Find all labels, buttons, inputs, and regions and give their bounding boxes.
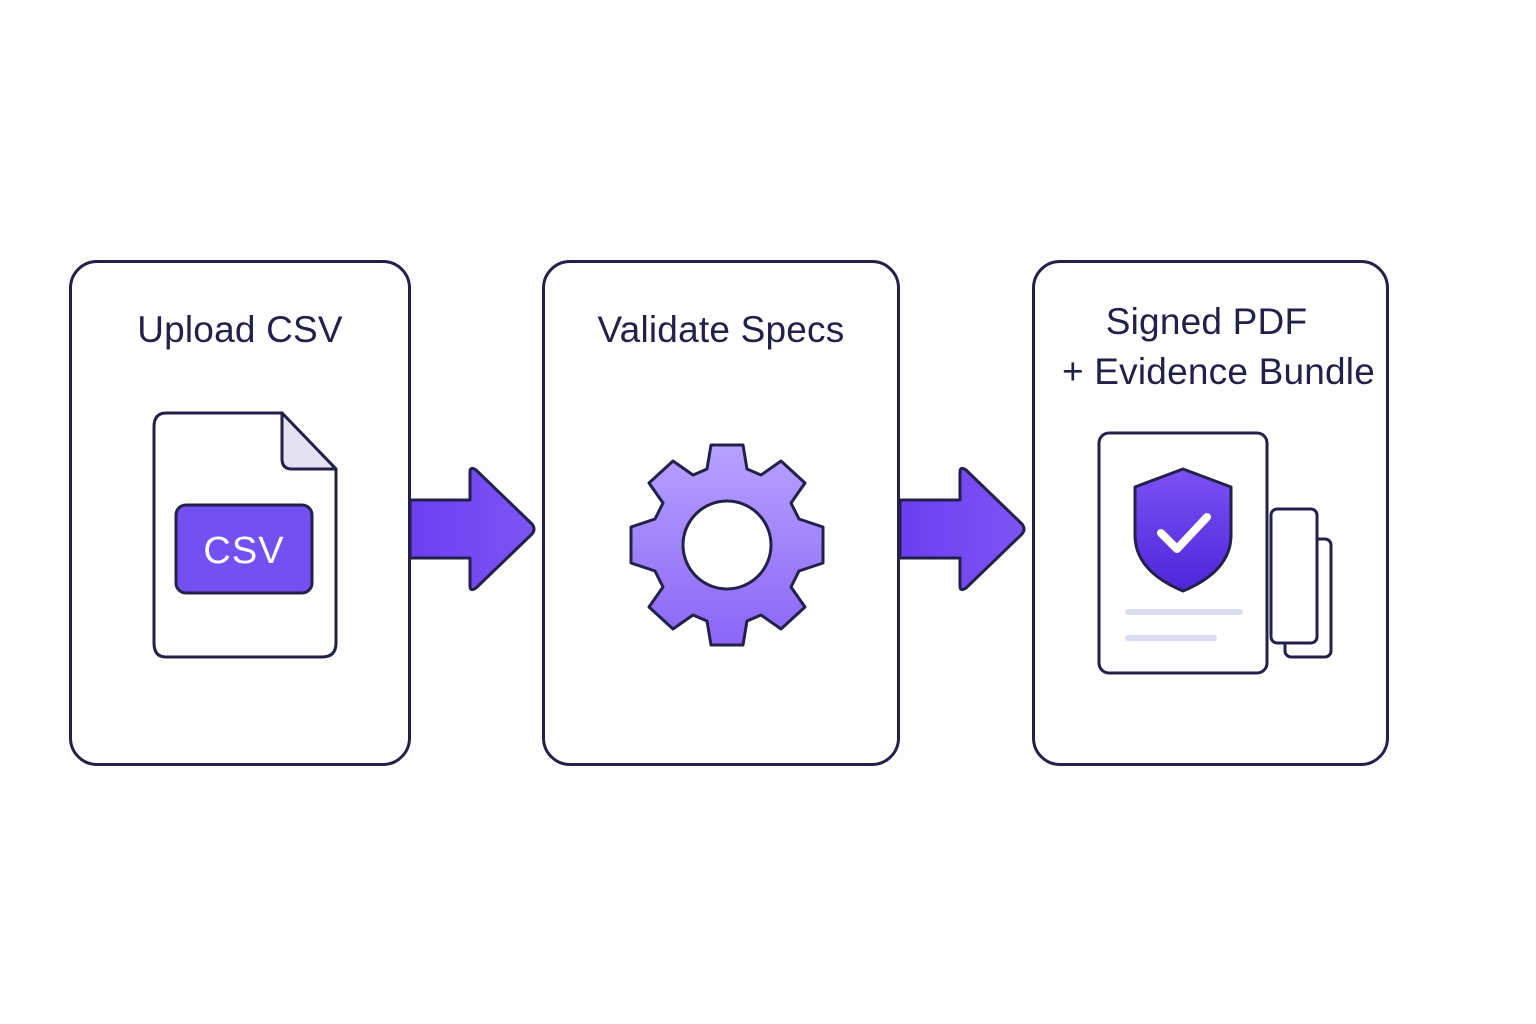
arrow-right-icon [898, 466, 1026, 597]
step-card-signed-pdf: Signed PDF + Evidence Bundle [1032, 260, 1389, 766]
step-card-validate-specs: Validate Specs [542, 260, 900, 766]
step-title: Signed PDF + Evidence Bundle [1035, 297, 1386, 397]
step-title: Upload CSV [72, 307, 408, 353]
step-title-text: Validate Specs [597, 309, 845, 350]
arrow-right-icon [408, 466, 536, 597]
gear-icon [627, 439, 827, 656]
step-title: Validate Specs [545, 307, 897, 353]
step-title-text: Upload CSV [137, 309, 343, 350]
csv-badge-label: CSV [203, 530, 284, 572]
signed-document-stack-icon [1095, 431, 1341, 686]
step-title-line-1: Signed PDF [1105, 301, 1308, 342]
csv-file-icon: CSV [152, 411, 342, 668]
step-card-upload-csv: Upload CSV CSV [69, 260, 411, 766]
step-title-line-2: + Evidence Bundle [1062, 351, 1375, 392]
